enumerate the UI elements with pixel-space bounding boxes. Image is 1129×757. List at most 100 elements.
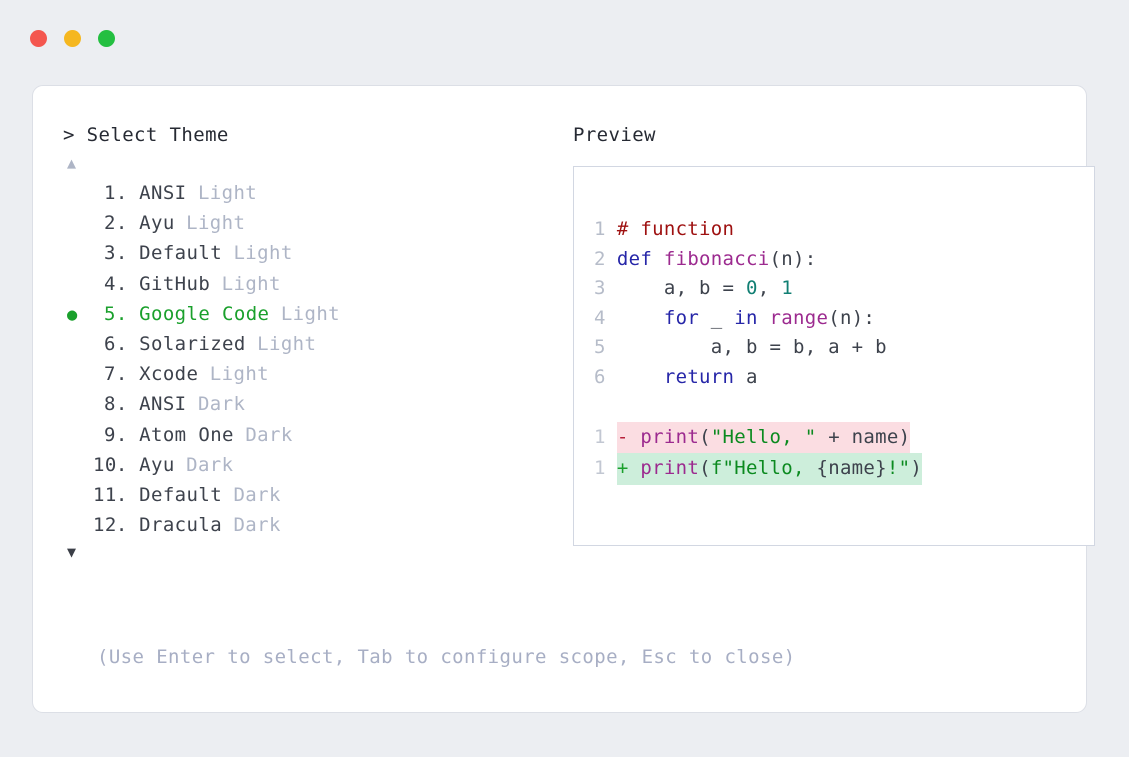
theme-item-variant: Light <box>233 242 293 265</box>
theme-item-number: 9 <box>104 423 116 446</box>
theme-item-variant: Light <box>209 363 269 386</box>
code-line: 4 for _ in range(n): <box>574 304 1094 334</box>
code-token: range <box>769 306 829 329</box>
selected-bullet-icon: ● <box>67 304 78 325</box>
theme-item-variant: Dark <box>233 484 281 507</box>
code-line-content: def fibonacci(n): <box>617 245 817 275</box>
code-token: 0 <box>746 277 758 299</box>
code-line-content: # function <box>617 215 734 245</box>
theme-item-number: 10 <box>93 453 117 476</box>
line-number: 6 <box>594 365 606 388</box>
code-token: , <box>757 277 782 299</box>
theme-item-variant: Light <box>257 333 317 356</box>
theme-item-number: 7 <box>104 363 116 386</box>
code-token: f"Hello, <box>710 457 817 479</box>
selected-bullet-icon <box>63 271 93 300</box>
theme-item-name: Default <box>139 242 223 265</box>
line-number: 1 <box>594 425 606 448</box>
selected-bullet-icon <box>63 452 93 481</box>
select-theme-prompt: > Select Theme <box>63 124 229 146</box>
diff-marker: + <box>616 457 641 479</box>
line-number: 4 <box>594 306 606 329</box>
code-token: ( <box>699 425 711 448</box>
code-token: (n): <box>828 306 876 329</box>
theme-item-separator: . <box>115 182 128 204</box>
theme-item-separator: . <box>115 363 128 386</box>
theme-item-variant: Light <box>280 302 341 325</box>
code-token: ) <box>910 457 923 479</box>
theme-item-variant: Dark <box>186 453 234 476</box>
theme-item-number: 8 <box>104 393 116 416</box>
theme-item-number: 1 <box>104 182 116 204</box>
code-line-content: a, b = b, a + b <box>617 333 887 363</box>
code-token: def <box>616 247 653 270</box>
theme-item-name: Default <box>139 484 223 507</box>
code-token: "Hello, " <box>710 425 817 448</box>
theme-item-variant: Dark <box>197 393 246 416</box>
theme-item-separator: . <box>115 393 128 416</box>
code-line: 3 a, b = 0, 1 <box>574 274 1094 304</box>
theme-item-number: 4 <box>104 272 116 295</box>
selected-bullet-icon <box>63 361 93 390</box>
theme-item-separator: . <box>115 514 128 537</box>
keyboard-hint: (Use Enter to select, Tab to configure s… <box>97 646 796 668</box>
theme-item-name: Atom One <box>139 423 234 446</box>
code-token: print <box>640 457 700 479</box>
selected-bullet-icon <box>63 422 93 451</box>
code-token: in <box>734 306 758 329</box>
code-line-content: return a <box>617 363 758 393</box>
code-token: 1 <box>781 277 793 299</box>
scroll-up-icon[interactable]: ▲ <box>67 154 77 172</box>
selected-bullet-icon <box>63 180 93 209</box>
theme-item-name: Ayu <box>139 212 175 235</box>
theme-item-separator: . <box>115 302 128 325</box>
theme-item-number: 12 <box>93 514 117 537</box>
code-token <box>617 307 664 329</box>
code-token: {name} <box>816 457 887 479</box>
code-line: 5 a, b = b, a + b <box>574 333 1094 363</box>
scroll-down-icon[interactable]: ▼ <box>67 543 77 562</box>
theme-item-separator: . <box>115 333 128 356</box>
theme-item-name: Dracula <box>139 514 223 537</box>
theme-item-number: 5 <box>104 302 116 325</box>
diff-marker: - <box>616 425 641 448</box>
code-token: a, b = <box>616 277 747 299</box>
maximize-button[interactable] <box>98 30 115 47</box>
code-line: 1 # function <box>574 215 1094 245</box>
line-number: 3 <box>594 277 606 299</box>
window-titlebar <box>30 30 115 47</box>
selected-bullet-icon <box>63 331 93 360</box>
code-blank-line <box>574 392 1094 422</box>
diff-highlight: - print("Hello, " + name) <box>616 421 911 453</box>
preview-label: Preview <box>573 124 656 146</box>
theme-item-name: GitHub <box>139 272 211 295</box>
selected-bullet-icon <box>63 240 93 269</box>
diff-highlight: + print(f"Hello, {name}!") <box>616 453 923 485</box>
line-number: 1 <box>594 218 606 240</box>
close-button[interactable] <box>30 30 47 47</box>
code-token: a, b = b, a + b <box>616 336 887 358</box>
code-token: !" <box>886 457 911 479</box>
code-token: fibonacci <box>663 247 770 270</box>
minimize-button[interactable] <box>64 30 81 47</box>
